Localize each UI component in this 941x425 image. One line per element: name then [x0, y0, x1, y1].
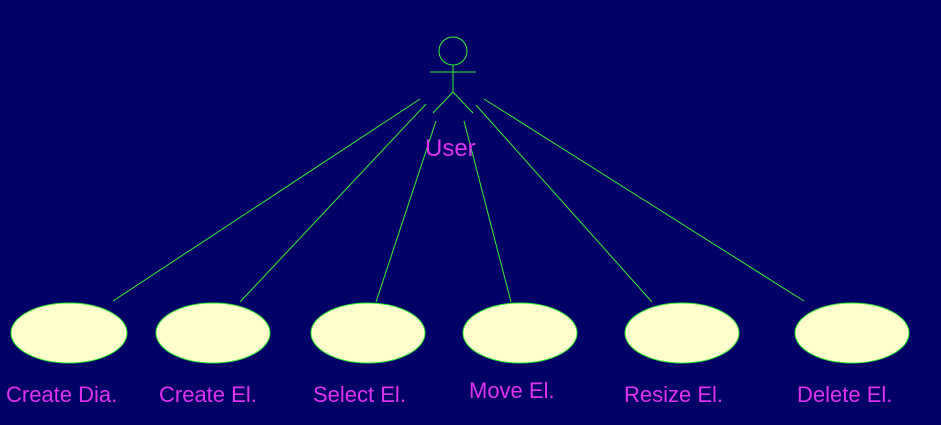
use-case-label-delete-el: Delete El. [797, 382, 893, 407]
actor-label: User [425, 135, 476, 162]
association-line-resize-el[interactable] [475, 104, 653, 303]
actor-left-leg [432, 91, 454, 114]
association-line-delete-el[interactable] [483, 98, 805, 302]
association-line-create-el[interactable] [239, 103, 427, 303]
use-case-ellipse-resize-el[interactable] [624, 302, 740, 364]
use-case-ellipse-create-el[interactable] [155, 302, 271, 364]
association-line-select-el[interactable] [375, 120, 437, 303]
use-case-ellipse-create-dia[interactable] [10, 302, 128, 364]
use-case-label-select-el: Select El. [313, 382, 406, 407]
use-case-label-move-el: Move El. [469, 378, 555, 403]
actor-head [438, 36, 468, 66]
use-case-ellipses [10, 302, 910, 364]
actor-right-leg [452, 91, 474, 114]
use-case-label-create-dia: Create Dia. [6, 382, 118, 407]
association-lines [112, 98, 805, 303]
association-line-move-el[interactable] [463, 120, 512, 303]
stick-figure-icon[interactable] [430, 36, 476, 114]
use-case-ellipse-delete-el[interactable] [794, 302, 910, 364]
use-case-ellipse-move-el[interactable] [462, 302, 578, 364]
use-case-label-create-el: Create El. [159, 382, 257, 407]
use-case-label-resize-el: Resize El. [624, 382, 724, 407]
use-case-ellipse-select-el[interactable] [310, 302, 426, 364]
association-line-create-dia[interactable] [112, 98, 421, 302]
